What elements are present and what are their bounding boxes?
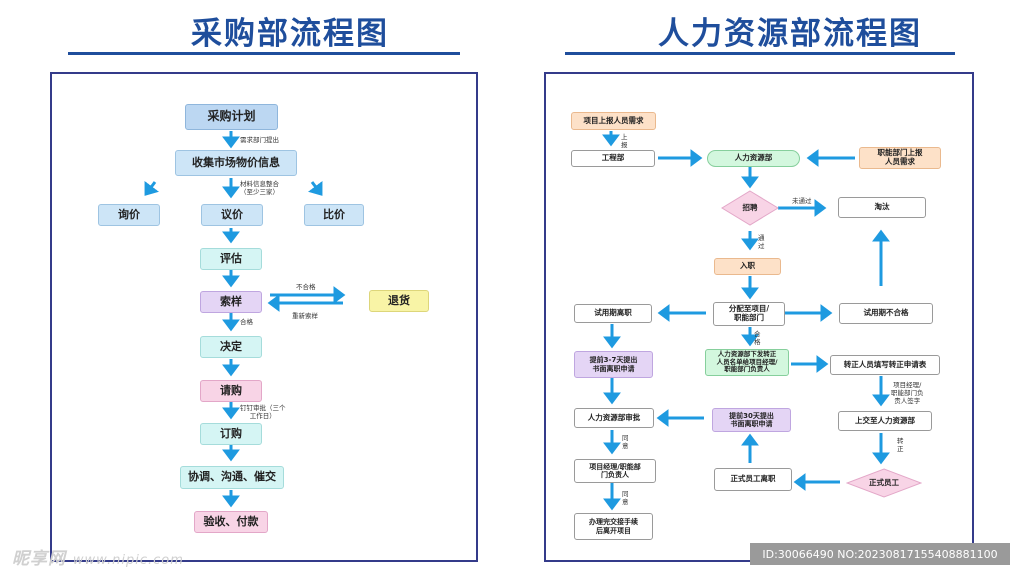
node-handover: 办理完交接手续 后离开项目 [574, 513, 653, 540]
node-hr-dept: 人力资源部 [707, 150, 800, 167]
node-formal-employee: 正式员工 [846, 468, 922, 498]
node-purchase-plan: 采购计划 [185, 104, 278, 130]
node-return-goods: 退货 [369, 290, 429, 312]
watermark-id-bar: ID:30066490 NO:20230817155408881100 [750, 543, 1010, 565]
node-requisition: 请购 [200, 380, 262, 402]
node-sample: 索样 [200, 291, 262, 313]
formal-diamond [846, 468, 922, 498]
node-engineering: 工程部 [571, 150, 655, 167]
label-material-info: 材料信息整合 （至少三家） [240, 180, 279, 197]
node-negotiate: 议价 [201, 204, 263, 226]
procurement-title-underline [68, 52, 460, 55]
node-recruit: 招聘 [721, 190, 779, 226]
node-func-report: 职能部门上报 人员需求 [859, 147, 941, 169]
hr-title-underline [565, 52, 955, 55]
watermark-url: www.nipic.com [72, 553, 184, 568]
label-qualified: 合 格 [754, 330, 761, 347]
node-hr-notice: 人力资源部下发转正 人员名单给项目经理/ 职能部门负责人 [705, 349, 789, 376]
node-accept-pay: 验收、付款 [194, 511, 268, 533]
recruit-label: 招聘 [742, 202, 758, 212]
node-evaluate: 评估 [200, 248, 262, 270]
label-dept-submit: 需求部门提出 [240, 136, 279, 144]
label-fail: 不合格 [296, 283, 316, 291]
label-not-pass: 未通过 [792, 197, 812, 205]
node-probation-quit: 试用期离职 [574, 304, 652, 323]
label-report: 上 报 [621, 133, 628, 150]
node-pm-head: 项目经理/职能部 门负责人 [574, 459, 656, 483]
node-apply-30-days: 提前30天提出 书面离职申请 [712, 408, 791, 432]
formal-label: 正式员工 [869, 477, 899, 487]
node-decide: 决定 [200, 336, 262, 358]
node-hr-approve: 人力资源部审批 [574, 408, 654, 428]
label-agree-1: 同 意 [622, 434, 629, 451]
node-order: 订购 [200, 423, 262, 445]
watermark-logo-text: 昵享网 [12, 549, 66, 569]
label-sign: 项目经理/ 职能部门负 责人签字 [891, 381, 924, 406]
label-pass: 合格 [240, 318, 253, 326]
label-approve: 钉钉审批（三个 工作日） [240, 404, 286, 421]
node-project-report: 项目上报人员需求 [571, 112, 656, 130]
node-eliminate: 淘汰 [838, 197, 926, 218]
label-passed: 通 过 [758, 234, 765, 251]
label-agree-2: 同 意 [622, 490, 629, 507]
node-probation-fail: 试用期不合格 [839, 303, 933, 324]
node-coordinate: 协调、沟通、催交 [180, 466, 284, 489]
node-collect-market-prices: 收集市场物价信息 [175, 150, 297, 176]
recruit-diamond [721, 190, 779, 226]
node-submit-hr: 上交至人力资源部 [838, 411, 932, 431]
procurement-title: 采购部流程图 [191, 16, 389, 52]
node-regular-apply: 转正人员填写转正申请表 [830, 355, 940, 375]
node-assign: 分配至项目/ 职能部门 [713, 302, 785, 326]
watermark-logo: 昵享网 www.nipic.com [12, 544, 184, 569]
node-formal-quit: 正式员工离职 [714, 468, 792, 491]
node-onboard: 入职 [714, 258, 781, 275]
node-inquiry: 询价 [98, 204, 160, 226]
node-apply-3-7-days: 提前3-7天提出 书面离职申请 [574, 351, 653, 378]
label-resample: 重新索样 [292, 312, 318, 320]
hr-title: 人力资源部流程图 [658, 16, 922, 52]
label-regularize: 转 正 [897, 437, 904, 454]
node-compare: 比价 [304, 204, 364, 226]
